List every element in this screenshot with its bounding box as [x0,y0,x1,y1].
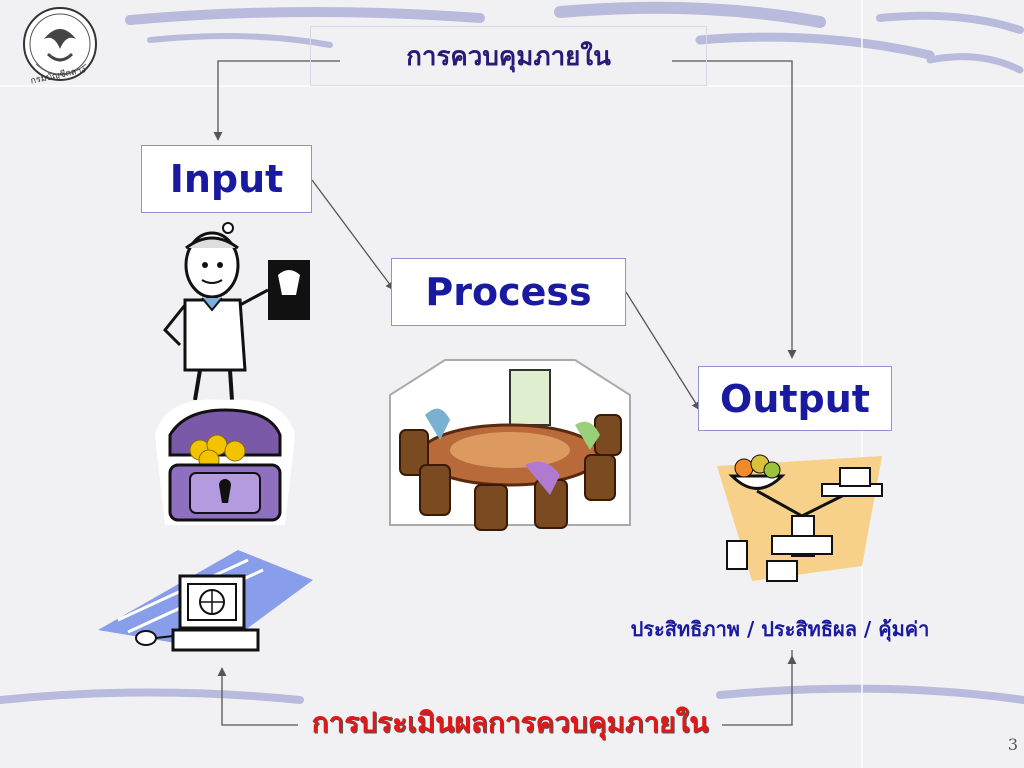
process-to-output-arrow [625,291,701,411]
result-caption: ประสิทธิภาพ / ประสิทธิผล / คุ้มค่า [560,612,1000,646]
doctor-clipart [162,222,310,400]
scale-clipart [717,454,883,582]
department-logo [23,7,97,81]
result-text: ประสิทธิภาพ / ประสิทธิผล / คุ้มค่า [630,617,930,641]
title-to-output-arrow [672,60,797,359]
input-to-process-arrow [311,179,395,291]
output-box: Output [698,366,892,431]
output-label: Output [720,376,870,421]
feedback-to-input-arrow [217,667,298,726]
slide-title-frame: การควบคุมภายใน [310,26,707,86]
page-number: 3 [1007,735,1018,754]
slide-title: การควบคุมภายใน [396,35,621,77]
title-to-input-arrow [213,60,340,141]
process-box: Process [391,258,626,326]
input-box: Input [141,145,312,213]
evaluation-text: การประเมินผลการควบคุมภายใน [305,701,715,745]
evaluation-caption: การประเมินผลการควบคุมภายใน [295,700,725,746]
computer-clipart [98,550,313,652]
feedback-line [722,656,793,726]
input-label: Input [169,157,284,201]
process-label: Process [425,270,592,314]
treasure-chest-clipart [155,399,295,525]
meeting-room-clipart [389,359,631,531]
